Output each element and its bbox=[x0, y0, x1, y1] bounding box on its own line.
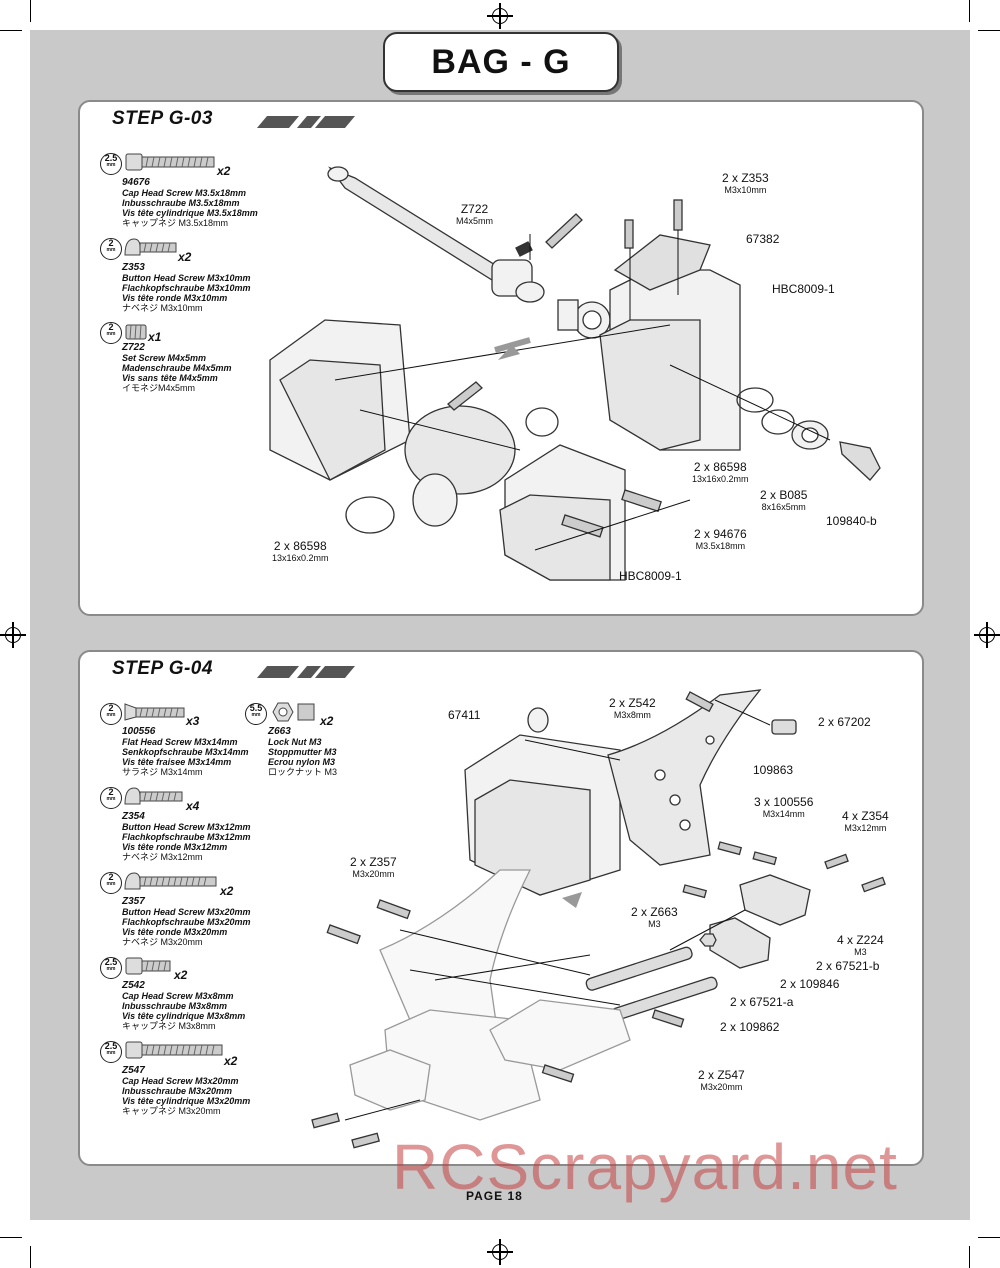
callout-label: HBC8009-1 bbox=[772, 282, 835, 296]
step-g03-stripe bbox=[256, 116, 362, 128]
callout-label: 2 x 67202 bbox=[818, 715, 871, 729]
button-head-screw-icon bbox=[124, 787, 183, 805]
callout-label: 2 x 109846 bbox=[780, 977, 840, 991]
cap-head-screw-icon bbox=[125, 1041, 223, 1059]
registration-mark bbox=[487, 1239, 513, 1265]
crop-mark bbox=[969, 1246, 970, 1268]
button-head-screw-icon bbox=[124, 238, 177, 256]
part-qty: x3 bbox=[186, 714, 200, 728]
step-g04-stripe bbox=[256, 666, 362, 678]
callout-label: 109840-b bbox=[826, 514, 877, 528]
part-qty: x2 bbox=[320, 714, 334, 728]
callout-label: 2 x 67521-b bbox=[816, 959, 880, 973]
callout-label: HBC8009-1 bbox=[619, 569, 682, 583]
step-g04-title: STEP G-04 bbox=[112, 658, 213, 679]
part-description: Z547 Cap Head Screw M3x20mm Inbusschraub… bbox=[122, 1065, 251, 1117]
part-description: Z663 Lock Nut M3 Stoppmutter M3 Ecrou ny… bbox=[268, 726, 338, 778]
part-qty: x1 bbox=[148, 330, 162, 344]
step-g03-title: STEP G-03 bbox=[112, 108, 213, 129]
registration-mark bbox=[487, 3, 513, 29]
page-number: PAGE 18 bbox=[466, 1189, 523, 1203]
part-description: Z357 Button Head Screw M3x20mm Flachkopf… bbox=[122, 896, 251, 948]
part-description: 100556 Flat Head Screw M3x14mm Senkkopfs… bbox=[122, 726, 249, 778]
part-qty: x4 bbox=[186, 799, 200, 813]
callout-label: 2 x 109862 bbox=[720, 1020, 780, 1034]
part-qty: x2 bbox=[220, 884, 234, 898]
cap-head-screw-icon bbox=[125, 153, 215, 171]
crop-mark bbox=[978, 30, 1000, 31]
part-description: Z353 Button Head Screw M3x10mm Flachkopf… bbox=[122, 262, 251, 314]
shock-tower-exploded-diagram bbox=[311, 689, 886, 1149]
part-qty: x2 bbox=[217, 164, 231, 178]
watermark: RCScrapyard.net bbox=[392, 1131, 898, 1203]
cap-head-screw-icon bbox=[125, 957, 171, 975]
crop-mark bbox=[30, 0, 31, 22]
set-screw-icon bbox=[125, 324, 147, 340]
crop-mark bbox=[978, 1237, 1000, 1238]
part-description: 94676 Cap Head Screw M3.5x18mm Inbusschr… bbox=[122, 177, 258, 229]
callout-label: 67411 bbox=[448, 708, 481, 722]
callout-label: 2 x 67521-a bbox=[730, 995, 794, 1009]
crop-mark bbox=[0, 1237, 22, 1238]
part-description: Z354 Button Head Screw M3x12mm Flachkopf… bbox=[122, 811, 251, 863]
callout-label: 67382 bbox=[746, 232, 780, 246]
registration-mark bbox=[974, 622, 1000, 648]
part-qty: x2 bbox=[178, 250, 192, 264]
crop-mark bbox=[0, 30, 22, 31]
lock-nut-icon bbox=[272, 702, 315, 722]
flat-head-screw-icon bbox=[124, 703, 185, 721]
crop-mark bbox=[30, 1246, 31, 1268]
callout-label: 109863 bbox=[753, 763, 794, 777]
part-description: Z722 Set Screw M4x5mm Madenschraube M4x5… bbox=[122, 342, 232, 394]
crop-mark bbox=[969, 0, 970, 22]
button-head-screw-icon bbox=[124, 872, 217, 890]
bag-title: BAG - G bbox=[383, 32, 619, 92]
part-description: Z542 Cap Head Screw M3x8mm Inbusschraube… bbox=[122, 980, 246, 1032]
gearbox-exploded-diagram bbox=[269, 166, 881, 581]
part-qty: x2 bbox=[174, 968, 188, 982]
part-qty: x2 bbox=[224, 1054, 238, 1068]
registration-mark bbox=[0, 622, 26, 648]
